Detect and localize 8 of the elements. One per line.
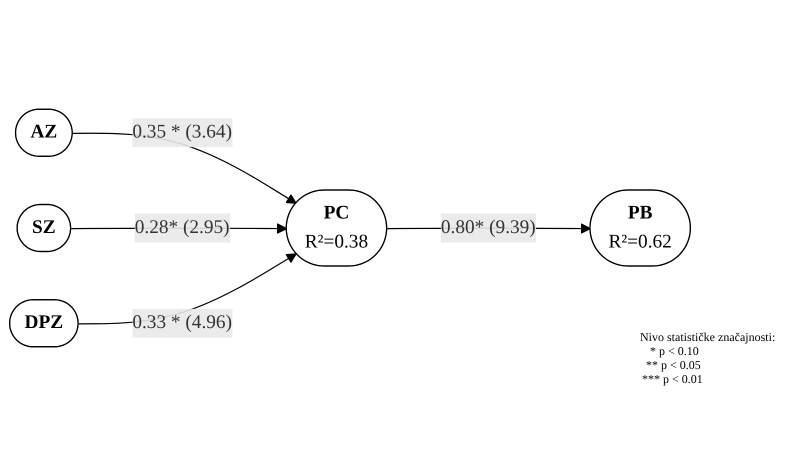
legend-title: Nivo statističke značajnosti: <box>640 330 776 344</box>
significance-note: ** p < 0.05 <box>645 358 702 372</box>
edge-label: 0.80* (9.39) <box>440 217 536 238</box>
significance-note: * p < 0.10 <box>649 344 700 358</box>
significance-note: *** p < 0.01 <box>641 372 704 386</box>
edge-label: 0.33 * (4.96) <box>132 312 232 333</box>
edge-label: 0.28* (2.95) <box>134 217 230 238</box>
edge-label: 0.35 * (3.64) <box>132 122 232 142</box>
